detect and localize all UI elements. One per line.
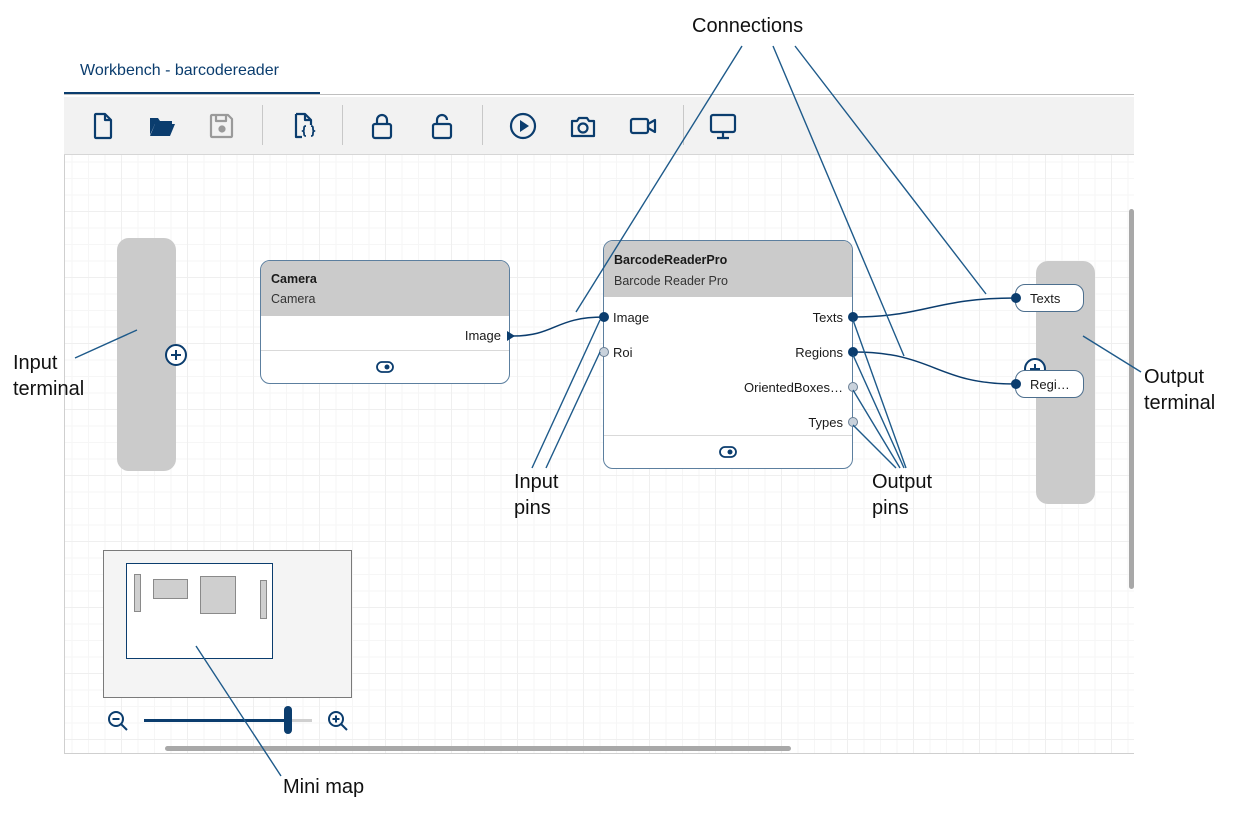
open-folder-button[interactable] <box>145 110 179 142</box>
mini-map-camera-node <box>153 579 188 599</box>
camera-node[interactable]: Camera Camera Image <box>260 260 510 384</box>
output-terminal-pin[interactable] <box>1011 379 1021 389</box>
barcode-reader-node[interactable]: BarcodeReaderPro Barcode Reader Pro Imag… <box>603 240 853 469</box>
horizontal-scrollbar[interactable] <box>165 746 791 751</box>
camera-icon <box>570 116 596 138</box>
mini-map-input-terminal <box>134 574 141 612</box>
annotation-input-terminal: Input <box>13 352 58 374</box>
toggle-icon[interactable] <box>719 446 737 458</box>
pin-label-texts: Texts <box>812 310 843 325</box>
node-subtitle: Barcode Reader Pro <box>614 274 728 288</box>
input-terminal[interactable] <box>117 238 187 471</box>
script-button[interactable] <box>287 110 321 142</box>
vertical-scrollbar[interactable] <box>1129 209 1134 589</box>
node-title: Camera <box>271 272 317 286</box>
new-file-button[interactable] <box>86 110 120 142</box>
annotation-output-pins: pins <box>872 497 909 519</box>
run-icon <box>509 112 537 140</box>
lock-icon <box>371 113 393 140</box>
node-title: BarcodeReaderPro <box>614 253 728 267</box>
mini-map[interactable] <box>103 550 352 698</box>
toggle-icon[interactable] <box>376 361 394 373</box>
pin-label-oriented-boxes: OrientedBoxes… <box>744 380 843 395</box>
toolbar-separator <box>482 105 483 145</box>
mini-map-output-terminal <box>260 580 267 619</box>
connection-wire[interactable] <box>852 351 1016 385</box>
toolbar-separator <box>683 105 684 145</box>
tab-workbench[interactable]: Workbench - barcodereader <box>64 50 320 94</box>
annotation-mini-map: Mini map <box>283 776 365 798</box>
tab-label: Workbench - barcodereader <box>80 62 279 79</box>
output-pill-label: Regi… <box>1030 377 1070 392</box>
toolbar <box>64 97 1134 155</box>
pin-label-roi: Roi <box>613 345 633 360</box>
pin-label-regions: Regions <box>795 345 843 360</box>
output-terminal-pin[interactable] <box>1011 293 1021 303</box>
monitor-button[interactable] <box>706 110 740 142</box>
tab-bar: Workbench - barcodereader <box>64 50 1134 96</box>
unlock-button[interactable] <box>425 110 459 142</box>
zoom-in-icon[interactable] <box>327 710 349 732</box>
zoom-out-icon[interactable] <box>107 710 129 732</box>
zoom-slider-fill <box>144 719 289 722</box>
mini-map-viewport[interactable] <box>126 563 273 659</box>
annotation-input-pins: pins <box>514 497 551 519</box>
roi-input-pin[interactable] <box>599 347 609 357</box>
node-footer <box>604 435 852 468</box>
node-header: BarcodeReaderPro Barcode Reader Pro <box>604 241 852 297</box>
node-subtitle: Camera <box>271 292 316 306</box>
toolbar-separator <box>262 105 263 145</box>
image-input-pin[interactable] <box>599 312 609 322</box>
tab-divider <box>64 94 1134 95</box>
pin-label-image-out: Image <box>464 328 501 343</box>
image-output-pin[interactable] <box>506 330 516 342</box>
open-folder-icon <box>150 118 175 136</box>
output-pill-label: Texts <box>1030 291 1061 306</box>
pin-label-types: Types <box>808 415 843 430</box>
add-input-button[interactable] <box>165 344 187 366</box>
video-button[interactable] <box>626 110 660 142</box>
oriented-boxes-output-pin[interactable] <box>848 382 858 392</box>
unlock-icon <box>431 113 453 140</box>
mini-map-barcode-node <box>200 576 236 614</box>
video-icon <box>629 117 657 135</box>
script-file-icon <box>294 112 316 139</box>
snapshot-button[interactable] <box>566 110 600 142</box>
toolbar-separator <box>342 105 343 145</box>
new-file-icon <box>93 112 113 140</box>
lock-button[interactable] <box>365 110 399 142</box>
output-pill-regions[interactable]: Regi… <box>1011 370 1084 398</box>
run-button[interactable] <box>506 110 540 142</box>
node-footer <box>261 350 509 383</box>
annotation-input-terminal: terminal <box>13 378 85 400</box>
annotation-output-terminal: Output <box>1144 366 1205 388</box>
regions-output-pin[interactable] <box>848 347 858 357</box>
zoom-slider-thumb[interactable] <box>284 706 293 734</box>
save-icon <box>209 113 234 139</box>
output-pill-texts[interactable]: Texts <box>1011 284 1084 312</box>
annotation-connections: Connections <box>692 15 804 37</box>
connection-wire[interactable] <box>852 297 1016 318</box>
pin-label-image-in: Image <box>613 310 650 325</box>
connection-wire[interactable] <box>512 316 605 337</box>
monitor-icon <box>709 113 737 140</box>
save-button[interactable] <box>205 110 239 142</box>
annotation-input-pins: Input <box>514 471 559 493</box>
annotation-output-pins: Output <box>872 471 933 493</box>
annotation-output-terminal: terminal <box>1144 392 1216 414</box>
node-header: Camera Camera <box>261 261 509 316</box>
types-output-pin[interactable] <box>848 417 858 427</box>
texts-output-pin[interactable] <box>848 312 858 322</box>
